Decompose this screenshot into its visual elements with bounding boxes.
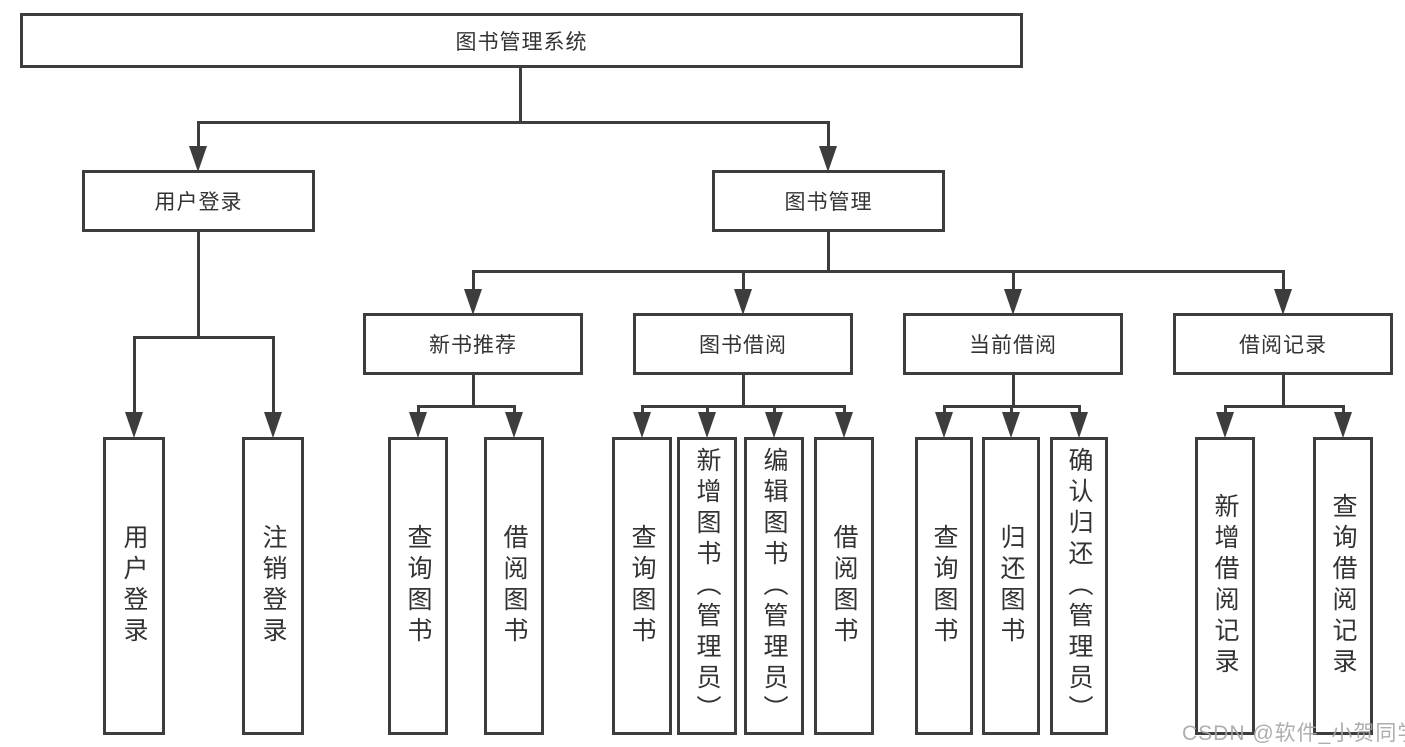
connector-line [133, 336, 136, 414]
connector-line [272, 336, 275, 414]
connector-line [641, 405, 846, 408]
arrow-down-icon [125, 412, 143, 438]
connector-line [472, 375, 475, 408]
connector-line [1010, 405, 1013, 415]
leaf-bb-borrow-books-label: 借阅图书 [830, 524, 858, 648]
connector-line [1224, 405, 1345, 408]
connector-line [1342, 405, 1345, 415]
leaf-bb-edit-books-admin-label: 编辑图书（管理员） [760, 446, 788, 726]
connector-line [1282, 270, 1285, 292]
node-user-login: 用户登录 [82, 170, 315, 232]
node-borrow-records: 借阅记录 [1173, 313, 1393, 375]
arrow-down-icon [1334, 412, 1352, 438]
connector-line [742, 270, 745, 292]
connector-line [1078, 405, 1081, 415]
connector-line [513, 405, 516, 415]
connector-line [943, 405, 946, 415]
leaf-bb-edit-books-admin: 编辑图书（管理员） [744, 437, 804, 735]
leaf-bb-add-books-admin: 新增图书（管理员） [677, 437, 737, 735]
leaf-cb-confirm-return-admin-label: 确认归还（管理员） [1065, 446, 1093, 726]
leaf-cb-confirm-return-admin: 确认归还（管理员） [1050, 437, 1108, 735]
leaf-bb-borrow-books: 借阅图书 [814, 437, 874, 735]
connector-line [1012, 270, 1015, 292]
arrow-down-icon [1002, 412, 1020, 438]
connector-line [773, 405, 776, 415]
leaf-cb-return-books: 归还图书 [982, 437, 1040, 735]
arrow-down-icon [264, 412, 282, 438]
node-root: 图书管理系统 [20, 13, 1023, 68]
arrow-down-icon [935, 412, 953, 438]
leaf-logout-label: 注销登录 [259, 524, 287, 648]
arrow-down-icon [734, 289, 752, 315]
arrow-down-icon [189, 146, 207, 172]
leaf-user-login: 用户登录 [103, 437, 165, 735]
leaf-nb-query-books: 查询图书 [388, 437, 448, 735]
leaf-bb-query-books-label: 查询图书 [628, 524, 656, 648]
leaf-nb-borrow-books-label: 借阅图书 [500, 524, 528, 648]
arrow-down-icon [1274, 289, 1292, 315]
connector-line [519, 68, 522, 124]
arrow-down-icon [464, 289, 482, 315]
leaf-br-query-record-label: 查询借阅记录 [1329, 493, 1357, 679]
arrow-down-icon [633, 412, 651, 438]
connector-line [133, 336, 275, 339]
node-root-label: 图书管理系统 [455, 30, 588, 54]
connector-line [472, 270, 1285, 273]
connector-line [197, 121, 200, 149]
leaf-cb-return-books-label: 归还图书 [997, 524, 1025, 648]
leaf-br-add-record: 新增借阅记录 [1195, 437, 1255, 735]
node-user-login-label: 用户登录 [154, 191, 243, 214]
leaf-br-add-record-label: 新增借阅记录 [1211, 493, 1239, 679]
arrow-down-icon [765, 412, 783, 438]
connector-line [742, 375, 745, 408]
arrow-down-icon [1216, 412, 1234, 438]
node-new-book-recommend-label: 新书推荐 [429, 334, 517, 357]
arrow-down-icon [505, 412, 523, 438]
leaf-user-login-label: 用户登录 [120, 524, 148, 648]
connector-line [1282, 375, 1285, 408]
node-book-borrow-label: 图书借阅 [699, 334, 787, 357]
node-new-book-recommend: 新书推荐 [363, 313, 583, 375]
leaf-bb-add-books-admin-label: 新增图书（管理员） [693, 446, 721, 726]
arrow-down-icon [698, 412, 716, 438]
leaf-nb-query-books-label: 查询图书 [404, 524, 432, 648]
leaf-logout: 注销登录 [242, 437, 304, 735]
connector-line [827, 232, 830, 273]
arrow-down-icon [1004, 289, 1022, 315]
connector-line [706, 405, 709, 415]
node-book-management: 图书管理 [712, 170, 945, 232]
leaf-cb-query-books-label: 查询图书 [930, 524, 958, 648]
node-borrow-records-label: 借阅记录 [1239, 334, 1327, 357]
leaf-nb-borrow-books: 借阅图书 [484, 437, 544, 735]
leaf-bb-query-books: 查询图书 [612, 437, 672, 735]
connector-line [197, 121, 830, 124]
connector-line [827, 121, 830, 149]
node-current-borrow: 当前借阅 [903, 313, 1123, 375]
leaf-cb-query-books: 查询图书 [915, 437, 973, 735]
arrow-down-icon [835, 412, 853, 438]
connector-line [197, 232, 200, 339]
connector-line [843, 405, 846, 415]
connector-line [1224, 405, 1227, 415]
connector-line [417, 405, 420, 415]
watermark: CSDN @软件_小贺同学 [1182, 722, 1405, 745]
connector-line [641, 405, 644, 415]
node-book-management-label: 图书管理 [784, 191, 873, 214]
connector-line [1012, 375, 1015, 408]
node-current-borrow-label: 当前借阅 [969, 334, 1057, 357]
leaf-br-query-record: 查询借阅记录 [1313, 437, 1373, 735]
node-book-borrow: 图书借阅 [633, 313, 853, 375]
connector-line [417, 405, 516, 408]
arrow-down-icon [819, 146, 837, 172]
arrow-down-icon [409, 412, 427, 438]
connector-line [472, 270, 475, 292]
arrow-down-icon [1070, 412, 1088, 438]
